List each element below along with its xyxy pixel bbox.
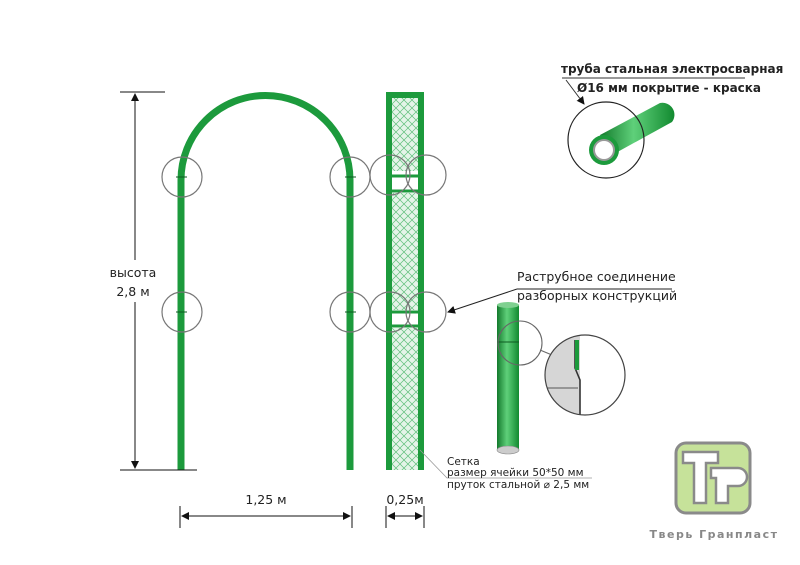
- arch-side-view: [369, 92, 447, 470]
- joint-circles: [161, 156, 371, 333]
- height-label: высота: [110, 265, 157, 280]
- company-name: Тверь Гранпласт: [650, 528, 779, 541]
- height-dimension: [120, 91, 197, 471]
- pole-detail: [496, 302, 626, 455]
- height-value: 2,8 м: [116, 284, 149, 299]
- width-value: 1,25 м: [245, 492, 286, 507]
- joint-callout-line2: разборных конструкций: [517, 288, 677, 303]
- pipe-detail: [562, 77, 745, 179]
- mesh-callout-line2: размер ячейки 50*50 мм: [447, 467, 584, 479]
- pipe-callout-line2: Ø16 мм покрытие - краска: [577, 81, 761, 95]
- arch-front-view: [161, 92, 371, 470]
- width-dimension: [179, 506, 425, 528]
- joint-callout-leader: [448, 288, 672, 312]
- mesh-callout-line1: Сетка: [447, 456, 480, 468]
- joint-callout-line1: Раструбное соединение: [517, 269, 676, 284]
- depth-value: 0,25м: [386, 492, 423, 507]
- mesh-callout-leader: [419, 449, 592, 479]
- mesh-callout-line3: пруток стальной ⌀ 2,5 мм: [447, 479, 589, 491]
- pipe-callout-line1: труба стальная электросварная: [561, 62, 783, 76]
- company-logo: [674, 441, 752, 515]
